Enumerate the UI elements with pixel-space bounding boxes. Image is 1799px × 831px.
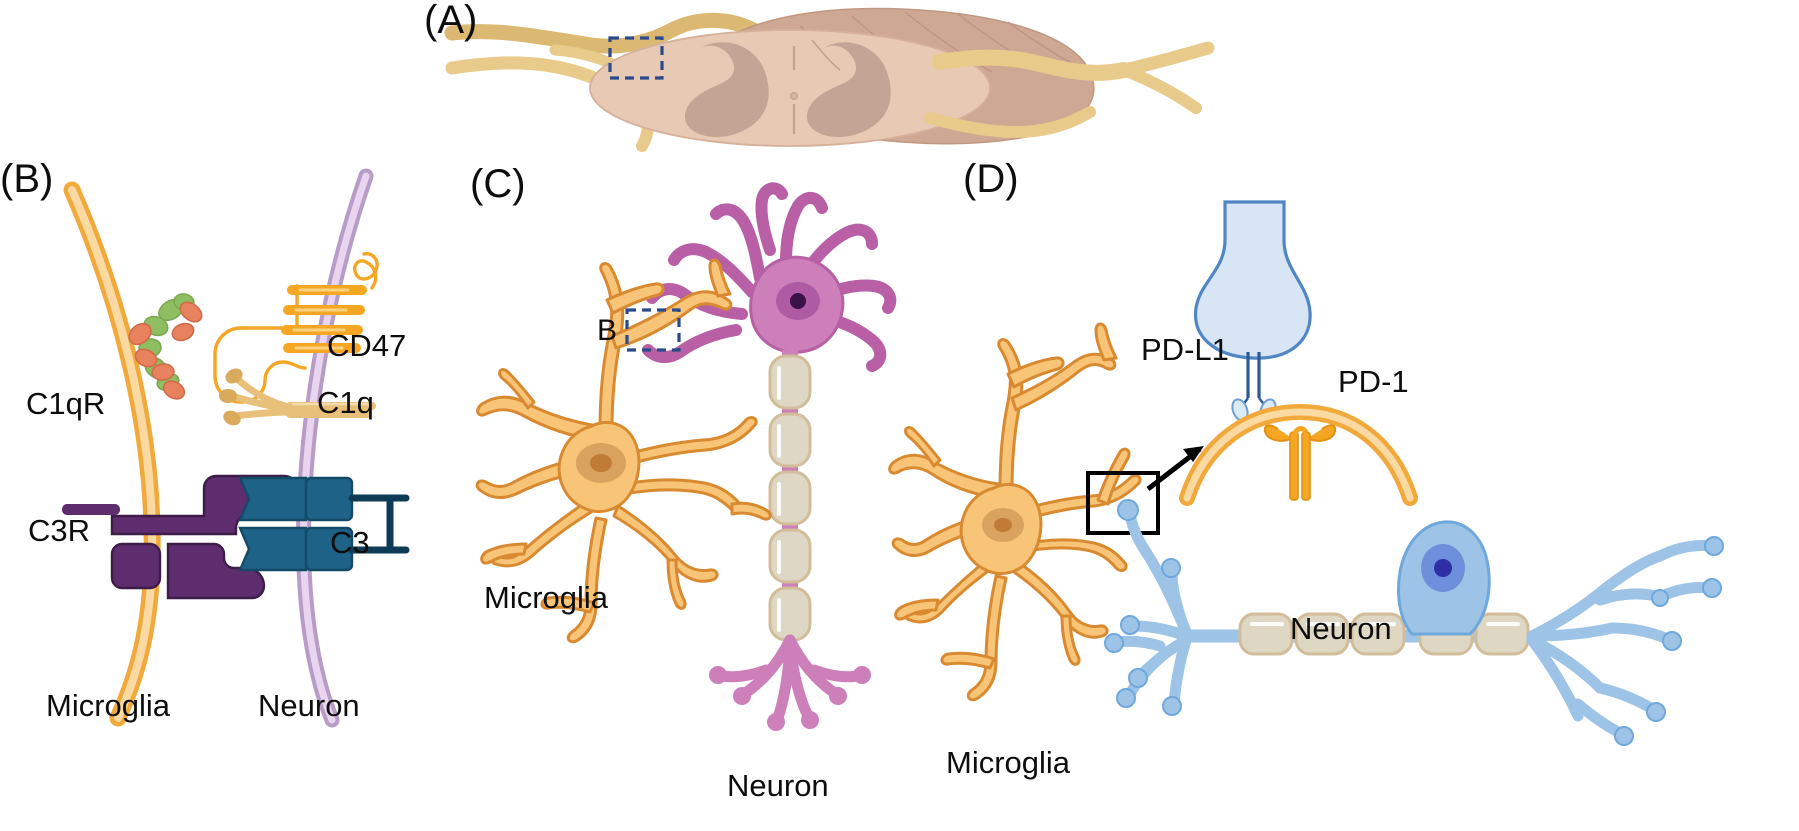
panel-c-microglia-label: Microglia — [484, 580, 609, 615]
pd-1-label: PD-1 — [1338, 364, 1409, 399]
neuron-blue-left-boutons — [1104, 499, 1182, 716]
panel-c-inset-letter: B — [597, 314, 617, 347]
neuron-blue-nucleolus — [1434, 559, 1452, 577]
c1q-icon — [219, 368, 376, 426]
nerve-root-right-lower — [924, 106, 1096, 139]
magnify-arrow — [1146, 446, 1204, 491]
pd-l1-label: PD-L1 — [1141, 332, 1229, 367]
pd-1-receptor-icon — [1263, 424, 1337, 501]
myelin-sheath-group — [768, 354, 812, 642]
microglia-processes-panel-d — [888, 322, 1142, 702]
neuron-purple-dendrites — [642, 182, 897, 372]
neuron-blue-cell — [1104, 499, 1724, 746]
dorsal-fissure — [811, 39, 841, 71]
microglia-membrane-arc — [1179, 403, 1418, 506]
panel-d-neuron-label: Neuron — [1290, 611, 1392, 646]
c3-icon — [238, 476, 354, 572]
spinal-cord-illustration — [444, 7, 1215, 152]
neuron-blue-right-boutons — [1614, 536, 1724, 746]
panel-c-neuron-label: Neuron — [727, 768, 829, 803]
microglia-membrane — [63, 181, 161, 727]
panel-c-letter: (C) — [470, 162, 526, 206]
presynaptic-bouton — [1193, 200, 1312, 422]
microglia-processes-panel-c — [475, 258, 772, 644]
central-canal — [790, 92, 798, 100]
cd47-label: CD47 — [327, 328, 406, 363]
c3-label: C3 — [330, 525, 370, 560]
neuron-blue-left-dendrites — [1112, 508, 1192, 708]
nerve-root-right-branch-b — [1118, 64, 1202, 114]
c1qr-complex-icon — [128, 293, 203, 400]
panel-b-letter: (B) — [0, 157, 53, 201]
c1qr-label: C1qR — [26, 386, 105, 421]
nerve-root-right-upper — [932, 49, 1132, 81]
microglia-cell-panel-d — [888, 322, 1142, 702]
inset-box-panel-d — [1086, 471, 1160, 535]
c3-tail — [348, 494, 410, 554]
c3r-label: C3R — [28, 513, 90, 548]
gray-matter-right — [806, 42, 891, 138]
panel-b-neuron-label: Neuron — [258, 688, 360, 723]
microglia-nucleolus-panel-c — [590, 454, 612, 472]
panel-d-letter: (D) — [963, 157, 1019, 201]
neuron-purple-terminal-boutons — [709, 666, 871, 731]
c1q-label: C1q — [317, 385, 374, 420]
gray-matter-left — [684, 42, 769, 138]
neuron-blue-right-dendrites — [1526, 540, 1718, 740]
cd47-bar-highlights — [292, 288, 350, 350]
microglia-nucleolus-panel-d — [994, 518, 1012, 532]
neuron-purple-nucleolus — [790, 293, 806, 309]
panel-a-letter: (A) — [424, 0, 477, 42]
microglia-cell-panel-c — [475, 258, 772, 644]
neuron-purple-cell — [642, 182, 897, 731]
panel-d-microglia-label: Microglia — [946, 745, 1071, 780]
panel-b-microglia-label: Microglia — [46, 688, 171, 723]
